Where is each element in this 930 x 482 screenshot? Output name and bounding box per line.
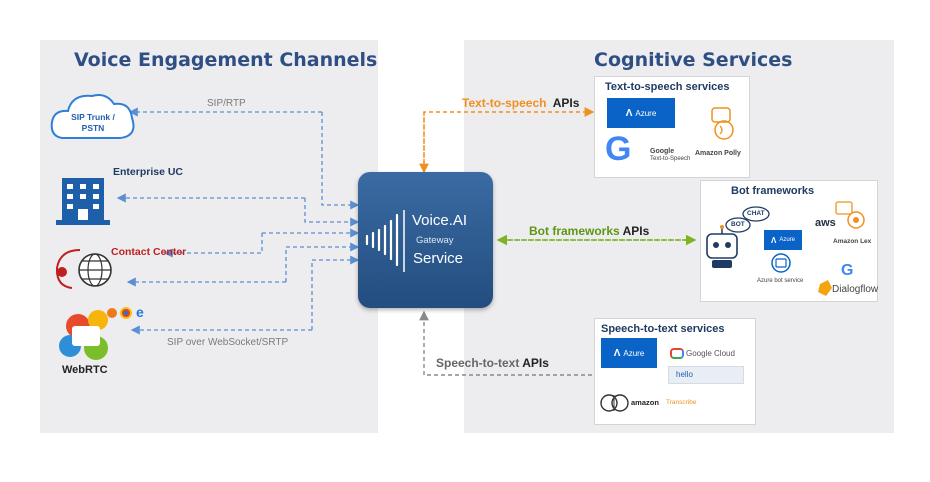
stt-api-label: Speech-to-text APIs (436, 356, 549, 370)
webrtc-label: WebRTC (62, 364, 108, 376)
polly-label: Amazon Polly (695, 150, 741, 157)
hello-text: hello (676, 370, 693, 379)
link-sip (321, 112, 360, 210)
link-contact-2 (285, 242, 360, 282)
sip-rtp-label: SIP/RTP (207, 98, 246, 109)
amazon-label: amazon (631, 398, 659, 407)
dialogflow-g-icon: G (841, 262, 854, 279)
google-g-icon: G (605, 130, 632, 168)
bot-title: Bot frameworks (731, 185, 815, 197)
cognitive-services-title: Cognitive Services (594, 49, 793, 71)
contact-center-label: Contact Center (111, 246, 187, 258)
link-enterprise (304, 198, 360, 227)
stt-arrow (419, 310, 592, 376)
tts-title: Text-to-speech services (605, 81, 730, 93)
sip-ws-label: SIP over WebSocket/SRTP (167, 337, 289, 348)
dialogflow-label: Dialogflow (832, 284, 879, 295)
google-cloud-icon (670, 348, 684, 359)
lex-label: Amazon Lex (833, 238, 872, 245)
bot-api-label: Bot frameworks APIs (529, 224, 650, 238)
gateway-line3: Service (413, 250, 464, 267)
aws-logo: aws (815, 217, 836, 229)
enterprise-uc-label: Enterprise UC (113, 166, 184, 178)
chat-bubble-text: CHAT (747, 210, 765, 217)
gateway-line2: Gateway (416, 235, 454, 246)
hello-speech-box (668, 366, 744, 384)
stt-title: Speech-to-text services (601, 323, 725, 335)
sip-trunk-label: SIP Trunk / PSTN (71, 112, 115, 133)
transcribe-label: Transcribe (666, 399, 697, 406)
tts-api-label: Text-to-speech APIs (462, 96, 580, 110)
azure-icon: Λ (625, 107, 633, 119)
google-tts-line2: Text-to-Speech (650, 156, 691, 162)
gateway-line1: Voice.AI (412, 212, 468, 229)
google-cloud-logo: Google Cloud (670, 348, 735, 359)
azure-icon: Λ (613, 347, 621, 359)
azure-bot-label: Azure bot service (757, 278, 804, 284)
link-webrtc (311, 255, 360, 330)
google-tts-line1: Google (650, 148, 675, 155)
gateway-service (358, 172, 493, 308)
azure-icon: Λ (770, 235, 777, 245)
voice-channels-title: Voice Engagement Channels (74, 49, 378, 71)
bot-bubble-text: BOT (731, 221, 745, 228)
edge-icon: e (136, 304, 144, 320)
